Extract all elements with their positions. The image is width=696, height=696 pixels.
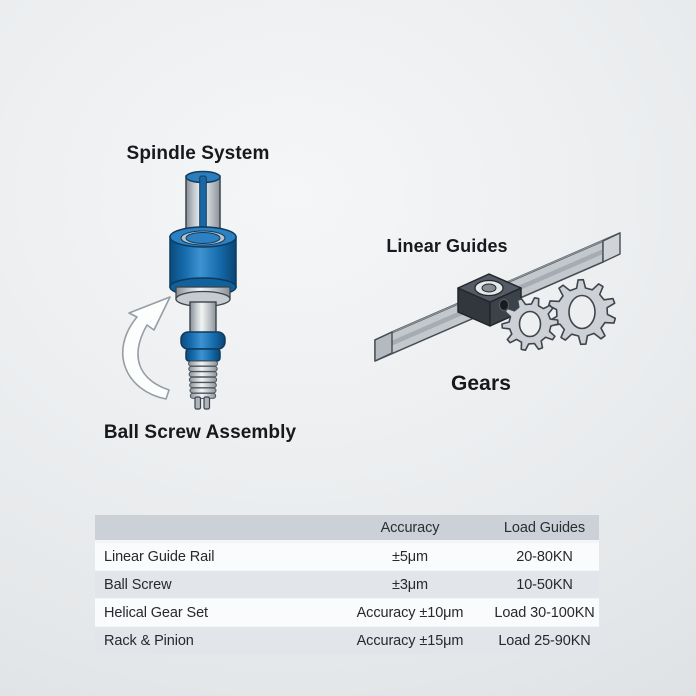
table-header-row: Accuracy Load Guides bbox=[95, 515, 599, 542]
linear-guide-illustration bbox=[374, 232, 621, 362]
load-cell: 10-50KN bbox=[516, 576, 573, 593]
accuracy-cell: Accuracy ±10μm bbox=[356, 604, 464, 621]
gear-large bbox=[547, 278, 617, 346]
specification-table: Accuracy Load Guides Linear Guide Rail ±… bbox=[95, 515, 599, 654]
gears-label: Gears bbox=[450, 372, 512, 395]
header-load-guides: Load Guides bbox=[503, 519, 586, 536]
component-cell: Helical Gear Set bbox=[104, 604, 208, 621]
accuracy-cell: ±5μm bbox=[391, 548, 429, 565]
header-accuracy: Accuracy bbox=[380, 519, 440, 536]
component-cell: Ball Screw bbox=[104, 576, 172, 593]
accuracy-cell: ±3μm bbox=[391, 576, 429, 593]
prong-left bbox=[194, 396, 202, 410]
rail-end-left bbox=[374, 331, 393, 362]
table-row: Rack & Pinion Accuracy ±15μm Load 25-90K… bbox=[95, 626, 599, 654]
collar-upper bbox=[180, 331, 226, 350]
table-row: Ball Screw ±3μm 10-50KN bbox=[95, 570, 599, 598]
spindle-illustration bbox=[169, 170, 237, 297]
rail-end-right bbox=[602, 232, 621, 263]
carriage-top-hole bbox=[481, 283, 497, 293]
spindle-system-label: Spindle System bbox=[126, 143, 270, 164]
table-row: Helical Gear Set Accuracy ±10μm Load 30-… bbox=[95, 598, 599, 626]
load-cell: Load 30-100KN bbox=[494, 604, 595, 621]
load-cell: 20-80KN bbox=[516, 548, 573, 565]
rotation-arrow-icon bbox=[121, 296, 171, 400]
load-cell: Load 25-90KN bbox=[498, 632, 591, 649]
ball-screw-assembly-label: Ball Screw Assembly bbox=[103, 422, 297, 443]
component-cell: Linear Guide Rail bbox=[104, 548, 215, 565]
carriage-side-hole bbox=[499, 299, 509, 311]
accuracy-cell: Accuracy ±15μm bbox=[356, 632, 464, 649]
gear-small bbox=[501, 297, 559, 351]
prong-right bbox=[203, 396, 211, 410]
ball-screw-illustration bbox=[121, 286, 231, 410]
spindle-collar-ring bbox=[180, 230, 226, 246]
spindle-shaft-slot bbox=[199, 175, 207, 235]
collar-lower bbox=[185, 348, 221, 362]
screw-threads bbox=[188, 360, 218, 399]
component-cell: Rack & Pinion bbox=[104, 632, 194, 649]
linear-guides-label: Linear Guides bbox=[386, 236, 508, 256]
table-row: Linear Guide Rail ±5μm 20-80KN bbox=[95, 542, 599, 570]
gears-illustration bbox=[501, 278, 617, 351]
screw-shaft bbox=[189, 301, 217, 336]
